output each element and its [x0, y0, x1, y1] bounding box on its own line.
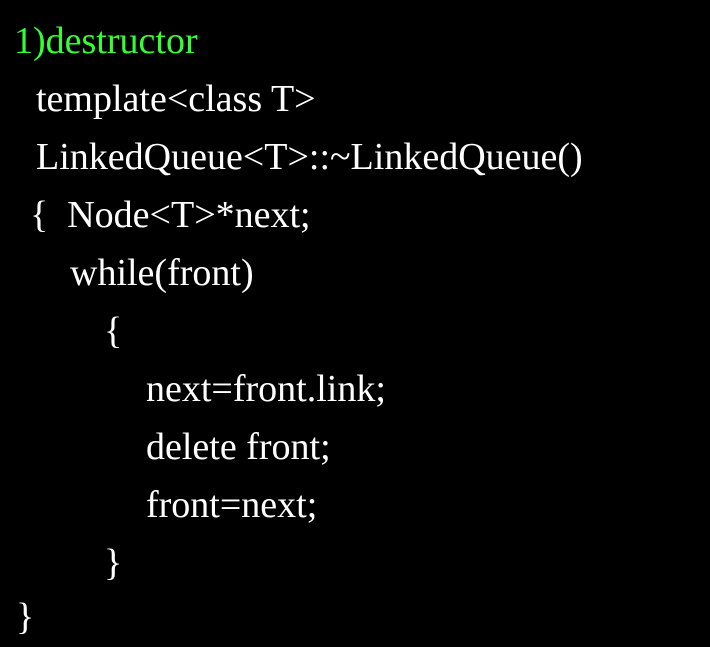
code-line-next-assign: next=front.link; [146, 368, 386, 410]
code-line-signature: LinkedQueue<T>::~LinkedQueue() [36, 136, 583, 178]
code-line-template: template<class T> [36, 78, 316, 120]
code-line-close-brace: } [104, 542, 123, 584]
code-line-front-assign: front=next; [146, 484, 318, 526]
code-line-final-brace: } [16, 596, 35, 638]
code-line-while: while(front) [70, 252, 254, 294]
code-line-declaration: { Node<T>*next; [30, 194, 311, 236]
slide-heading: 1)destructor [14, 20, 198, 62]
code-line-open-brace: { [104, 310, 123, 352]
code-line-delete: delete front; [146, 426, 331, 468]
